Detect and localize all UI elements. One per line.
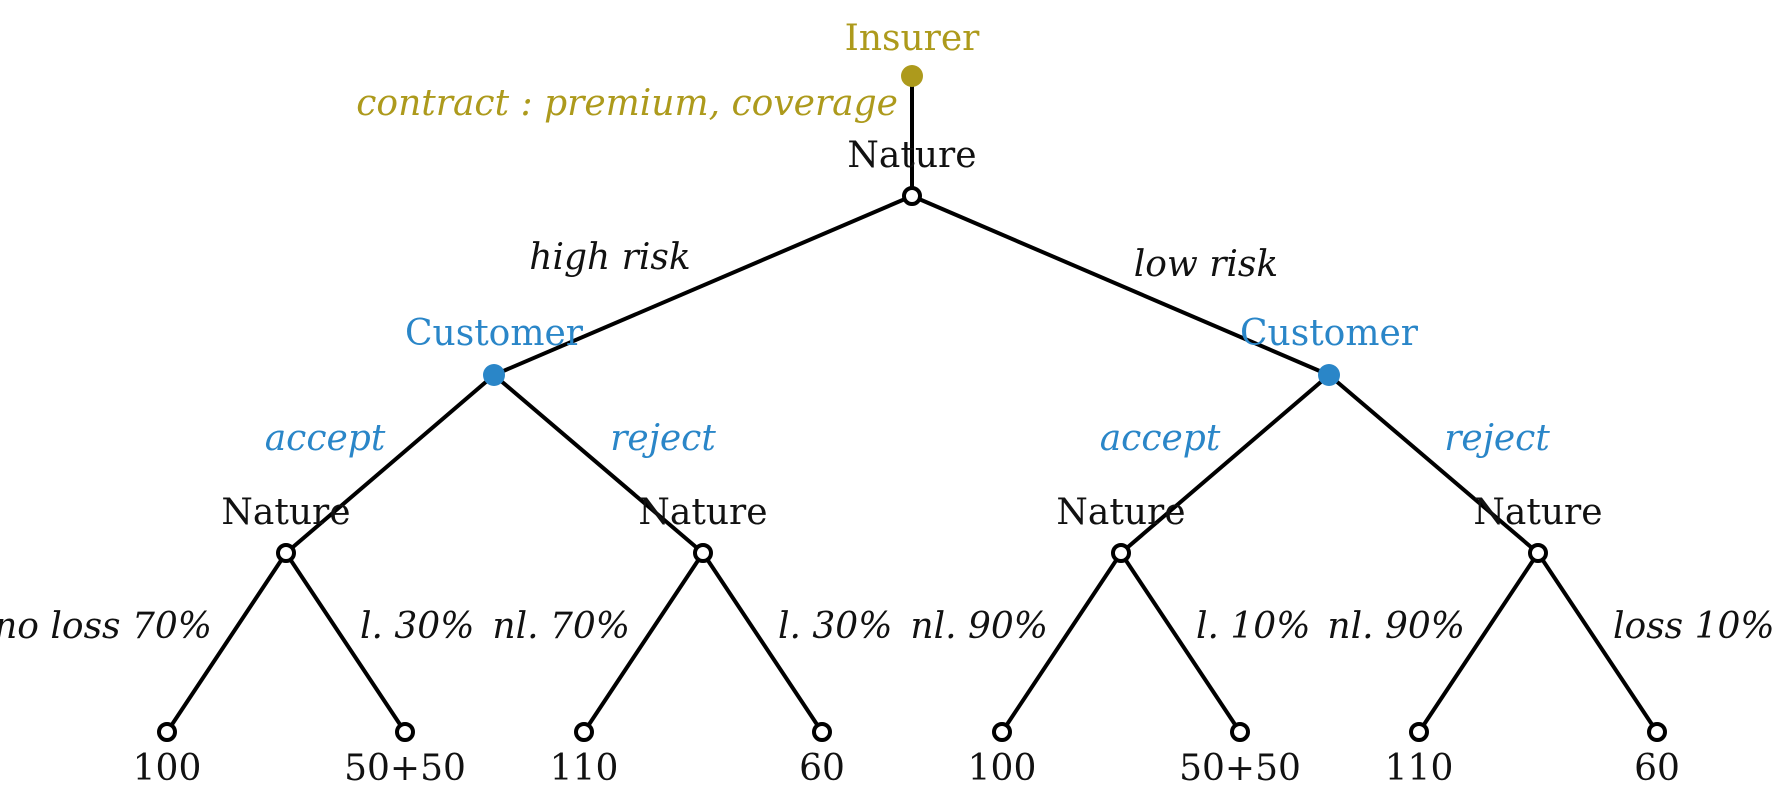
insurer-player-label: Insurer (845, 18, 981, 59)
leaf-node-4 (812, 722, 832, 742)
outcome-label-2: l. 30% (360, 606, 474, 647)
nature-chance-node-4 (1528, 543, 1548, 563)
customer-player-label-low: Customer (1240, 313, 1419, 354)
edge-leaf-2 (284, 551, 407, 734)
insurer-decision-node (901, 65, 923, 87)
payoff-label-8: 60 (1634, 748, 1680, 789)
contract-action-label: contract : premium, coverage (356, 83, 898, 124)
nature-chance-node-3 (1111, 543, 1131, 563)
nature-chance-node-1 (276, 543, 296, 563)
edge-high-accept (284, 373, 496, 555)
choice-label-high-reject: reject (610, 418, 716, 459)
high-risk-label: high risk (529, 237, 690, 278)
outcome-label-3: nl. 70% (492, 606, 630, 647)
edge-leaf-6 (1119, 551, 1242, 734)
payoff-label-4: 60 (799, 748, 845, 789)
payoff-label-3: 110 (550, 748, 619, 789)
choice-label-low-reject: reject (1444, 418, 1550, 459)
nature-player-label-top: Nature (847, 135, 976, 176)
tree-edges (165, 76, 1659, 734)
leaf-node-8 (1647, 722, 1667, 742)
edge-leaf-4 (701, 551, 824, 734)
choice-label-high-accept: accept (265, 418, 386, 459)
nature-chance-node-top (902, 186, 922, 206)
payoff-label-6: 50+50 (1179, 748, 1301, 789)
edge-high-risk (493, 194, 913, 377)
payoff-label-1: 100 (133, 748, 202, 789)
customer-player-label-high: Customer (405, 313, 584, 354)
leaf-node-2 (395, 722, 415, 742)
edge-leaf-7 (1417, 551, 1540, 734)
edge-leaf-3 (582, 551, 705, 734)
outcome-label-8: loss 10% (1613, 606, 1774, 647)
choice-label-low-accept: accept (1100, 418, 1221, 459)
leaf-node-5 (992, 722, 1012, 742)
nature-player-label-3: Nature (1056, 492, 1185, 533)
payoff-label-7: 110 (1385, 748, 1454, 789)
nature-chance-node-2 (693, 543, 713, 563)
edge-low-accept (1119, 373, 1331, 555)
leaf-node-3 (574, 722, 594, 742)
low-risk-label: low risk (1134, 244, 1278, 285)
customer-decision-node-high (483, 364, 505, 386)
leaf-node-6 (1230, 722, 1250, 742)
edge-leaf-5 (1000, 551, 1123, 734)
nature-player-label-2: Nature (638, 492, 767, 533)
edge-low-risk (911, 194, 1330, 377)
outcome-label-5: nl. 90% (910, 606, 1048, 647)
outcome-label-7: nl. 90% (1327, 606, 1465, 647)
leaf-node-7 (1409, 722, 1429, 742)
nature-player-label-4: Nature (1473, 492, 1602, 533)
tree-nodes (157, 65, 1667, 742)
outcome-label-6: l. 10% (1196, 606, 1310, 647)
edge-high-reject (492, 373, 705, 555)
payoff-label-2: 50+50 (344, 748, 466, 789)
customer-decision-node-low (1318, 364, 1340, 386)
edge-leaf-1 (165, 551, 288, 734)
outcome-label-4: l. 30% (778, 606, 892, 647)
edge-leaf-8 (1536, 551, 1659, 734)
outcome-label-1: no loss 70% (0, 606, 212, 647)
leaf-node-1 (157, 722, 177, 742)
edge-low-reject (1327, 373, 1540, 555)
nature-player-label-1: Nature (221, 492, 350, 533)
payoff-label-5: 100 (968, 748, 1037, 789)
